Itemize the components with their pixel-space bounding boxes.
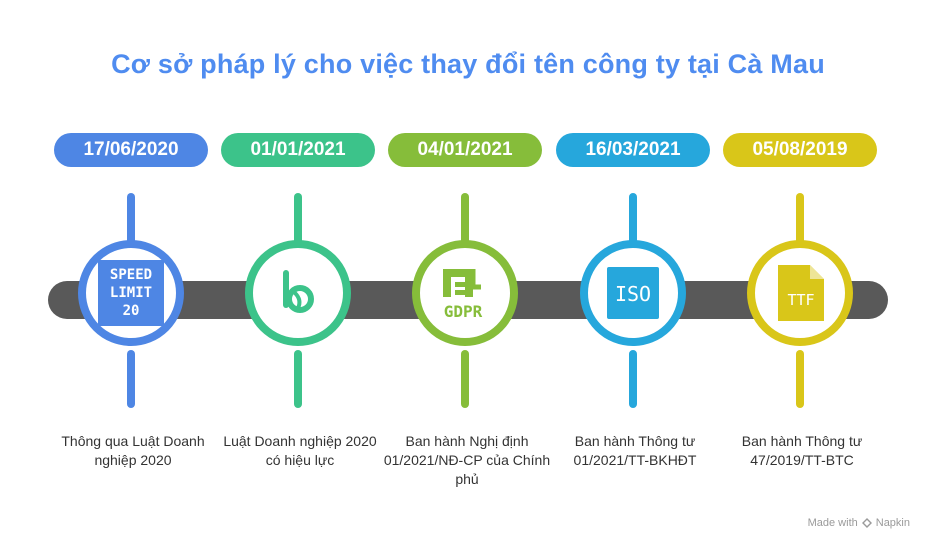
iso-icon: ISO bbox=[607, 267, 659, 319]
connector-bottom bbox=[629, 350, 637, 408]
connector-top bbox=[127, 193, 135, 253]
milestone-5: 05/08/2019 TTF Ban hành Thông tư 47/2019… bbox=[717, 0, 887, 553]
connector-top bbox=[294, 193, 302, 253]
milestone-2: 01/01/2021 Luật Doanh nghiệp 2020 có hiệ… bbox=[215, 0, 385, 553]
milestone-4: 16/03/2021 ISO Ban hành Thông tư 01/2021… bbox=[550, 0, 720, 553]
milestone-ring: ISO bbox=[580, 240, 686, 346]
svg-text:ISO: ISO bbox=[615, 282, 651, 306]
connector-bottom bbox=[127, 350, 135, 408]
svg-text:GDPR: GDPR bbox=[444, 302, 483, 321]
milestone-description: Luật Doanh nghiệp 2020 có hiệu lực bbox=[223, 433, 377, 468]
milestone-date: 17/06/2020 bbox=[54, 133, 208, 167]
diagram-title: Cơ sở pháp lý cho việc thay đổi tên công… bbox=[111, 49, 825, 79]
milestone-description: Ban hành Nghị định 01/2021/NĐ-CP của Chí… bbox=[383, 433, 551, 487]
milestone-1: 17/06/2020 SPEED LIMIT 20 Thông qua Luật… bbox=[48, 0, 218, 553]
milestone-ring: TTF bbox=[747, 240, 853, 346]
milestone-ring: GDPR bbox=[412, 240, 518, 346]
milestone-ring bbox=[245, 240, 351, 346]
milestone-date: 01/01/2021 bbox=[221, 133, 375, 167]
svg-text:TTF: TTF bbox=[787, 291, 814, 309]
milestone-description: Ban hành Thông tư 01/2021/TT-BKHĐT bbox=[573, 433, 697, 468]
ttf-file-icon: TTF bbox=[778, 265, 824, 321]
napkin-logo-icon bbox=[861, 518, 872, 528]
milestone-date: 16/03/2021 bbox=[556, 133, 710, 167]
gdpr-document-icon: GDPR bbox=[443, 269, 483, 321]
milestone-date: 05/08/2019 bbox=[723, 133, 877, 167]
connector-top bbox=[461, 193, 469, 253]
milestone-description: Ban hành Thông tư 47/2019/TT-BTC bbox=[741, 433, 863, 468]
svg-text:20: 20 bbox=[123, 303, 140, 319]
connector-bottom bbox=[461, 350, 469, 408]
milestone-date: 04/01/2021 bbox=[388, 133, 542, 167]
svg-text:LIMIT: LIMIT bbox=[110, 285, 152, 301]
connector-bottom bbox=[294, 350, 302, 408]
milestone-3: 04/01/2021 GDPR Ban hành Nghị định 01/20… bbox=[382, 0, 552, 553]
made-with-label: Made with bbox=[807, 517, 858, 529]
napkin-brand-label: Napkin bbox=[875, 517, 910, 529]
milestone-ring: SPEED LIMIT 20 bbox=[78, 240, 184, 346]
milestone-description: Thông qua Luật Doanh nghiệp 2020 bbox=[61, 433, 205, 468]
speed-limit-icon: SPEED LIMIT 20 bbox=[98, 260, 164, 326]
made-with-napkin-badge: Made with Napkin bbox=[808, 517, 910, 529]
connector-top bbox=[629, 193, 637, 253]
connector-top bbox=[796, 193, 804, 253]
bitbucket-style-logo-icon bbox=[283, 270, 314, 313]
connector-bottom bbox=[796, 350, 804, 408]
svg-text:SPEED: SPEED bbox=[110, 267, 152, 283]
